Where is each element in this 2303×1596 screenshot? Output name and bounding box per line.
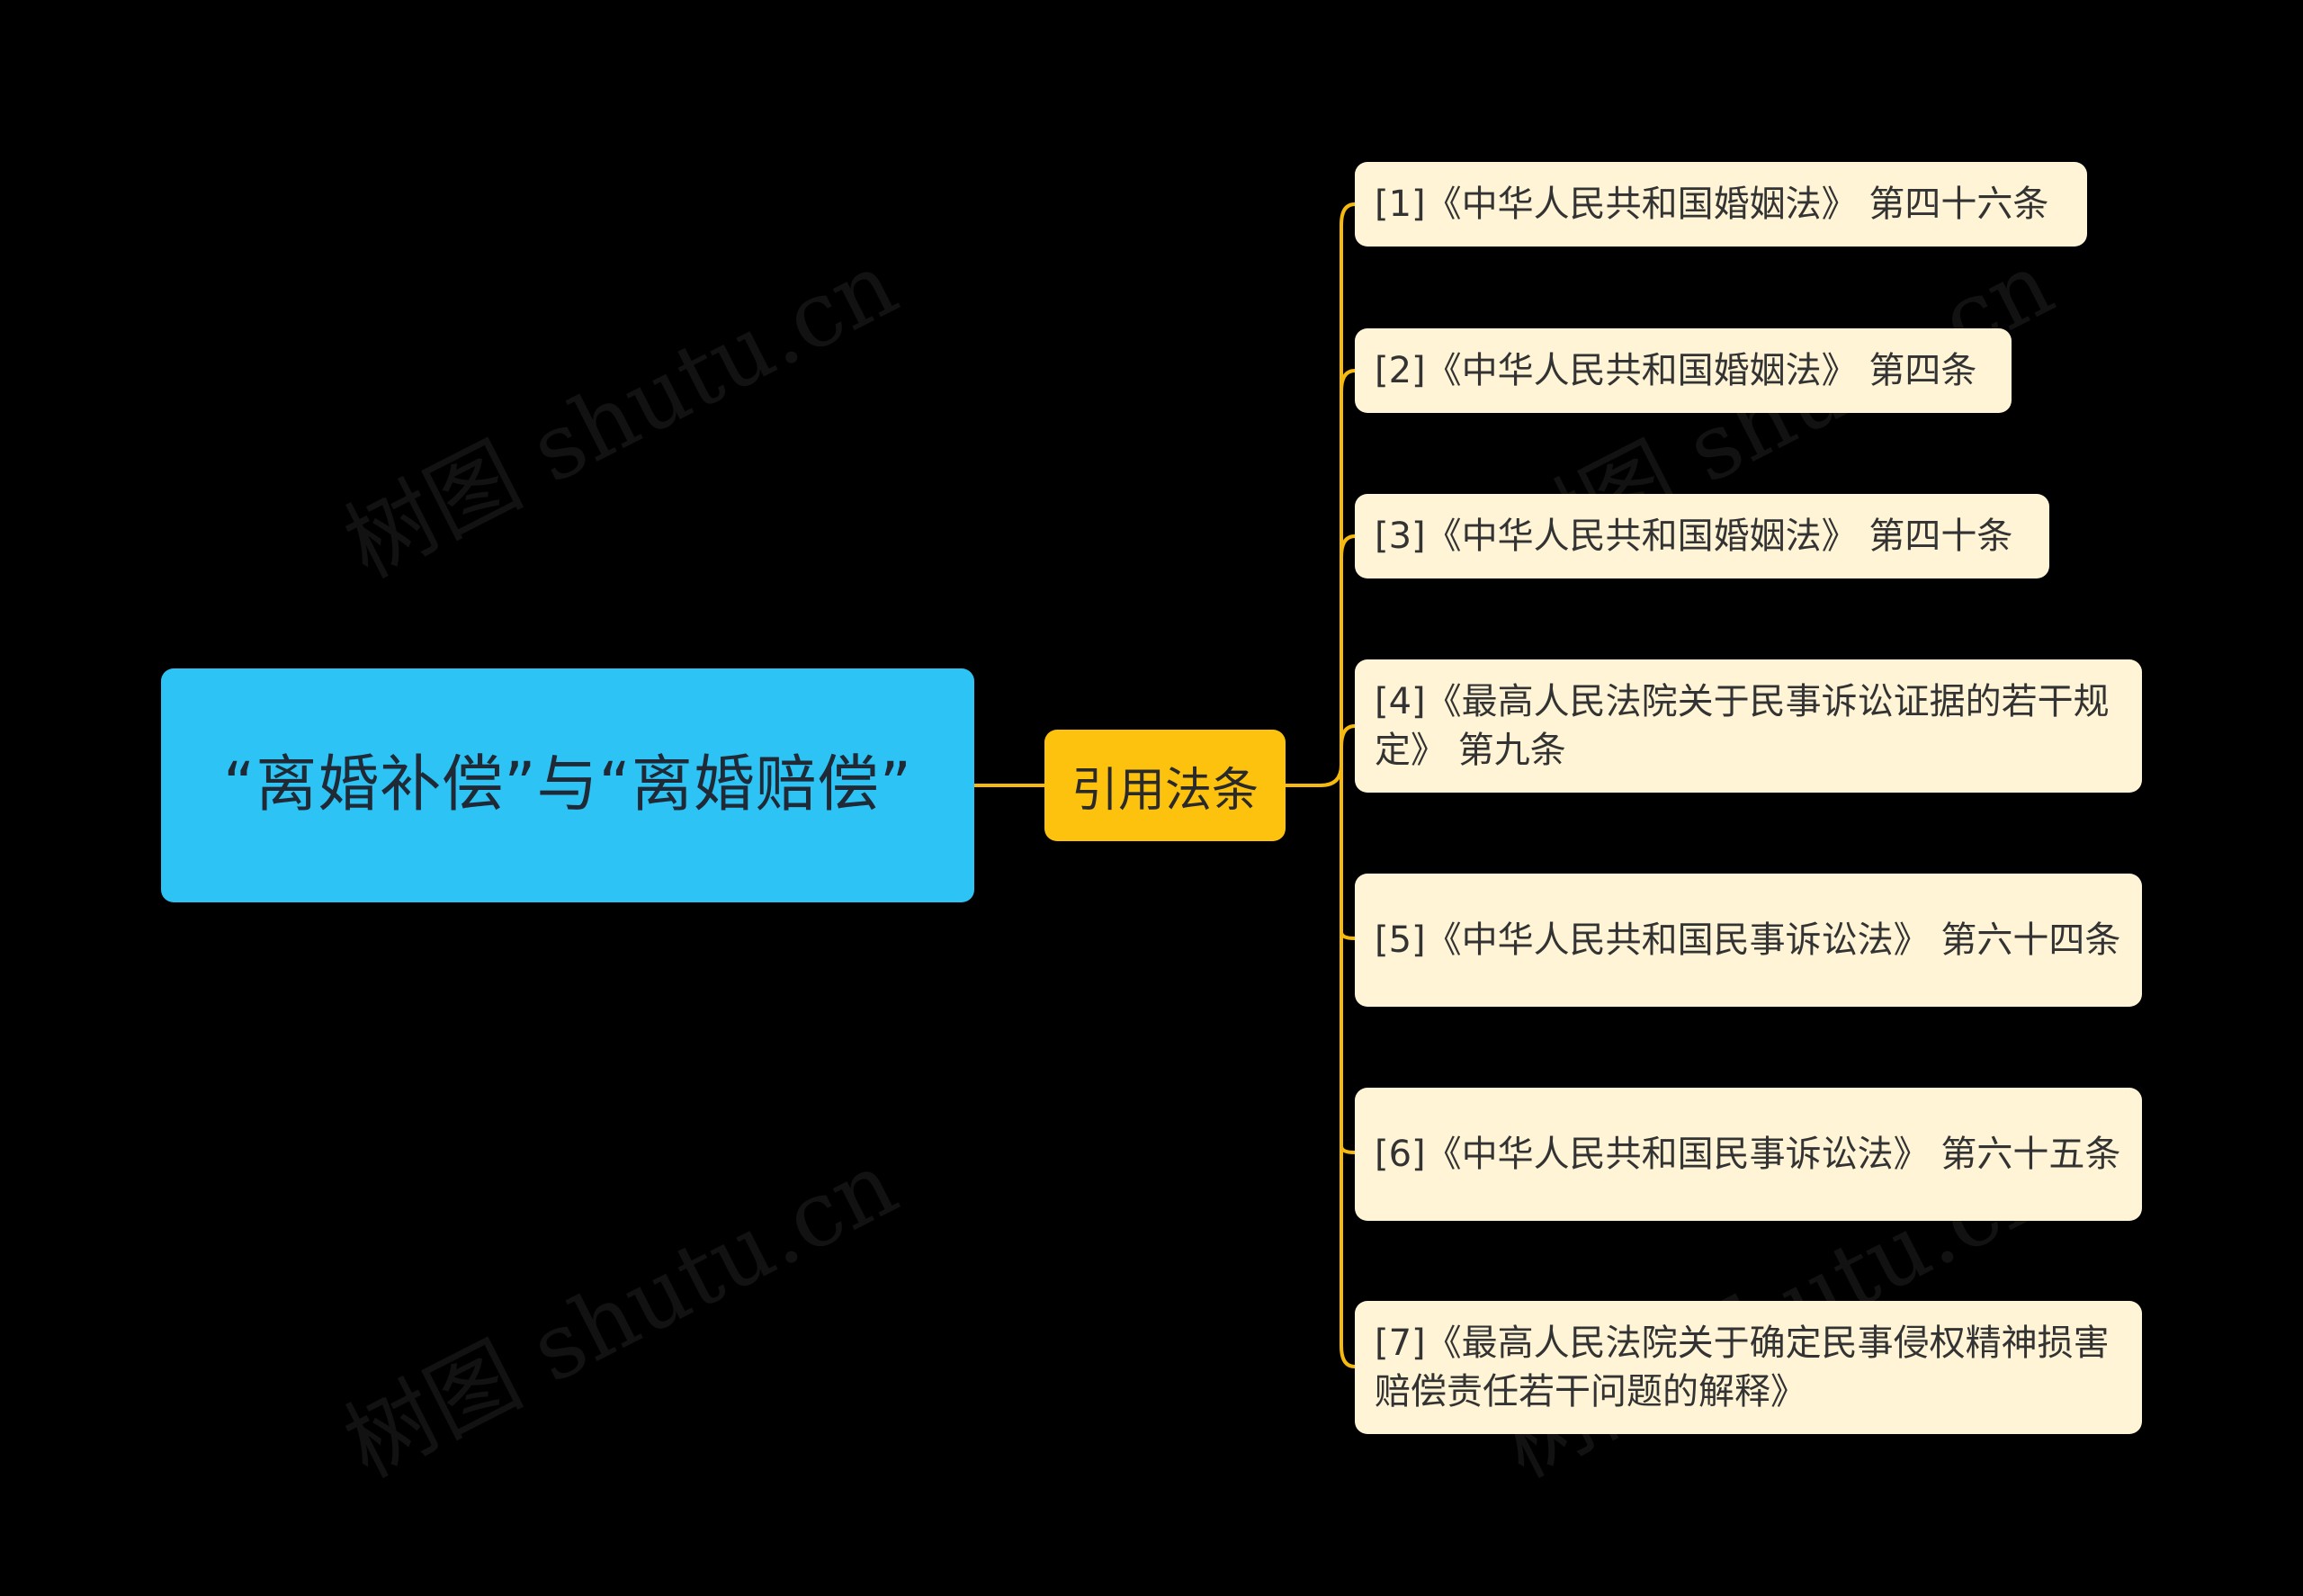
leaf-node-label: [1]《中华人民共和国婚姻法》 第四十六条 — [1375, 184, 2049, 225]
leaf-node-label: [2]《中华人民共和国婚姻法》 第四条 — [1375, 350, 1977, 391]
branch-node-label: 引用法条 — [1071, 763, 1259, 818]
leaf-node-label: [4]《最高人民法院关于民事诉讼证据的若干规定》 第九条 — [1375, 681, 2110, 771]
leaf-node-4[interactable]: [4]《最高人民法院关于民事诉讼证据的若干规定》 第九条 — [1355, 659, 2142, 793]
root-node[interactable]: “离婚补偿”与“离婚赔偿” — [161, 668, 974, 902]
leaf-node-5[interactable]: [5]《中华人民共和国民事诉讼法》 第六十四条 — [1355, 874, 2142, 1007]
leaf-node-7[interactable]: [7]《最高人民法院关于确定民事侵权精神损害赔偿责任若干问题的解释》 — [1355, 1301, 2142, 1434]
leaf-connector-3 — [1340, 534, 1357, 559]
leaf-connector-5 — [1340, 930, 1357, 940]
leaf-node-label: [5]《中华人民共和国民事诉讼法》 第六十四条 — [1375, 919, 2121, 961]
leaf-node-1[interactable]: [1]《中华人民共和国婚姻法》 第四十六条 — [1355, 162, 2087, 247]
leaf-connector-6 — [1340, 1144, 1357, 1154]
leaf-node-6[interactable]: [6]《中华人民共和国民事诉讼法》 第六十五条 — [1355, 1088, 2142, 1221]
leaf-node-3[interactable]: [3]《中华人民共和国婚姻法》 第四十条 — [1355, 494, 2049, 578]
leaf-node-label: [3]《中华人民共和国婚姻法》 第四十条 — [1375, 516, 2013, 557]
leaf-node-label: [7]《最高人民法院关于确定民事侵权精神损害赔偿责任若干问题的解释》 — [1375, 1323, 2110, 1412]
branch-node[interactable]: 引用法条 — [1044, 730, 1286, 841]
leaf-connector-1 — [1319, 202, 1357, 787]
leaf-connector-4 — [1340, 724, 1357, 749]
leaf-node-2[interactable]: [2]《中华人民共和国婚姻法》 第四条 — [1355, 328, 2012, 413]
leaf-connector-2 — [1340, 369, 1357, 393]
root-node-label: “离婚补偿”与“离婚赔偿” — [223, 749, 912, 820]
leaf-connector-7 — [1340, 1344, 1357, 1368]
leaf-node-label: [6]《中华人民共和国民事诉讼法》 第六十五条 — [1375, 1134, 2121, 1175]
